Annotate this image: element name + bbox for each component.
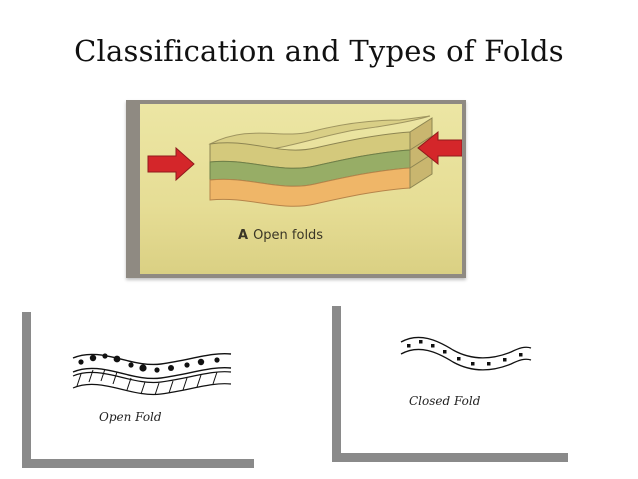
fold-top-face (208, 115, 431, 153)
closed-fold-diagram (400, 336, 532, 371)
caption-text: Open folds (253, 228, 324, 243)
left-arrow-icon (147, 146, 195, 182)
photo-content: A Open folds (140, 104, 462, 274)
slide-title: Classification and Types of Folds (74, 34, 564, 68)
closed-fold-dots (407, 340, 523, 366)
fold-block-illustration (147, 115, 462, 207)
closed-fold-card: Closed Fold (332, 306, 568, 462)
closed-fold-label: Closed Fold (409, 394, 481, 408)
open-fold-card: Open Fold (22, 312, 254, 468)
photo-caption: A Open folds (238, 228, 323, 243)
open-fold-label: Open Fold (99, 410, 162, 424)
open-fold-dots (78, 353, 220, 373)
open-folds-photo: A Open folds (126, 100, 466, 278)
caption-letter: A (238, 228, 249, 243)
fold-end-face (409, 117, 433, 189)
right-arrow-icon (417, 130, 462, 166)
open-fold-hatch (76, 368, 218, 396)
open-fold-diagram (72, 352, 232, 396)
